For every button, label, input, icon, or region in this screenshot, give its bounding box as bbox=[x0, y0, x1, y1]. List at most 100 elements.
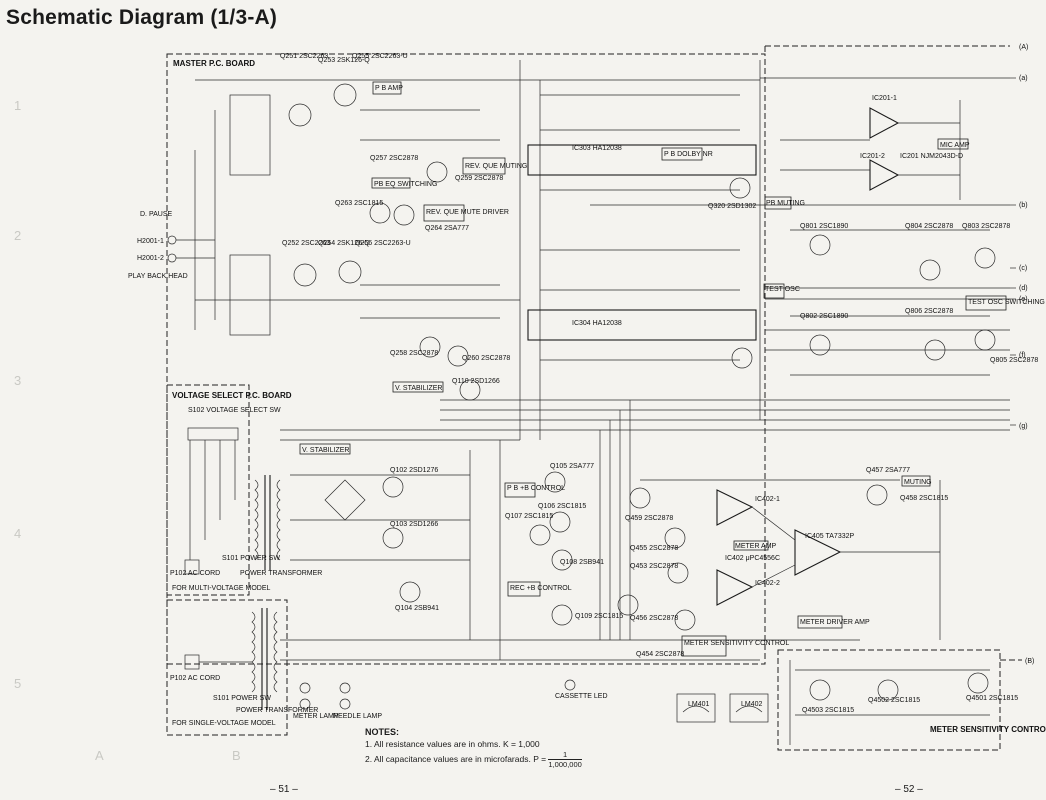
voltage-select-outline bbox=[166, 384, 250, 596]
q253-label: Q253 2SK126-Q bbox=[318, 57, 370, 64]
q251-label: Q251 2SC2263 bbox=[280, 53, 328, 60]
notes-block: NOTES: 1. All resistance values are in o… bbox=[365, 726, 582, 769]
note-2-fraction: 1 1,000,000 bbox=[548, 750, 582, 769]
ac-cord-label: P102 AC CORD bbox=[170, 570, 220, 577]
q110-label: Q110 2SD1266 bbox=[452, 378, 500, 385]
dolby-wiring bbox=[540, 94, 753, 369]
svg-text:4: 4 bbox=[14, 526, 21, 541]
connector-B: (B) bbox=[1025, 658, 1034, 665]
single-voltage-label: FOR SINGLE-VOLTAGE MODEL bbox=[172, 720, 276, 727]
power-transformer-label: POWER TRANSFORMER bbox=[240, 570, 322, 577]
page-number-right: – 52 – bbox=[895, 784, 923, 795]
q453-label: Q453 2SC2878 bbox=[630, 563, 678, 570]
q805-label: Q805 2SC2878 bbox=[990, 357, 1038, 364]
ic402-label: IC402 μPC4556C bbox=[725, 555, 780, 562]
needle-lamp-label: NEEDLE LAMP bbox=[333, 713, 382, 720]
q459-label: Q459 2SC2878 bbox=[625, 515, 673, 522]
pause-label: D. PAUSE bbox=[140, 211, 172, 218]
q4502-label: Q4502 2SC1815 bbox=[868, 697, 920, 704]
q455-label: Q455 2SC2878 bbox=[630, 545, 678, 552]
ic303-label: IC303 HA12038 bbox=[572, 145, 622, 152]
right-connectors bbox=[1010, 77, 1016, 426]
meter-sensitivity-outline bbox=[777, 649, 1001, 751]
svg-text:1: 1 bbox=[14, 98, 21, 113]
ic304-body bbox=[527, 309, 757, 341]
q106-label: Q106 2SC1815 bbox=[538, 503, 586, 510]
transformer-1 bbox=[184, 440, 281, 575]
head-1-label: H2001-1 bbox=[137, 238, 164, 245]
page-number-left: – 51 – bbox=[270, 784, 298, 795]
meter-driver-amp-block: METER DRIVER AMP bbox=[800, 619, 870, 626]
connector-c: (c) bbox=[1019, 265, 1027, 272]
svg-text:A: A bbox=[95, 748, 104, 763]
meter-amp-block: METER AMP bbox=[735, 543, 777, 550]
q103-label: Q103 2SD1266 bbox=[390, 521, 438, 528]
q4503-label: Q4503 2SC1815 bbox=[802, 707, 854, 714]
s102-label: S102 VOLTAGE SELECT SW bbox=[188, 407, 281, 414]
q458-label: Q458 2SC1815 bbox=[900, 495, 948, 502]
ic402-2-label: IC402-2 bbox=[755, 580, 780, 587]
pb-eq-switching-block: PB EQ SWITCHING bbox=[374, 181, 437, 188]
q806-label: Q806 2SC2878 bbox=[905, 308, 953, 315]
connector-a: (a) bbox=[1019, 75, 1028, 82]
q254-label: Q254 2SK126-Q bbox=[318, 240, 370, 247]
lamps bbox=[299, 679, 576, 710]
head-2-label: H2001-2 bbox=[137, 255, 164, 262]
q107-label: Q107 2SC1815 bbox=[505, 513, 553, 520]
q108-label: Q108 2SB941 bbox=[560, 559, 604, 566]
meter-sensitivity-circuit bbox=[789, 660, 990, 745]
grid-markers: 1 2 3 4 5 A B bbox=[14, 98, 241, 763]
q109-label: Q109 2SC1815 bbox=[575, 613, 623, 620]
q102-label: Q102 2SD1276 bbox=[390, 467, 438, 474]
ic201-label: IC201 NJM2043D-D bbox=[900, 153, 963, 160]
connector-A: (A) bbox=[1019, 44, 1028, 51]
q257-label: Q257 2SC2878 bbox=[370, 155, 418, 162]
q256-label: Q256 2SC2263-U bbox=[355, 240, 411, 247]
playback-head bbox=[167, 235, 215, 263]
multi-voltage-label: FOR MULTI-VOLTAGE MODEL bbox=[172, 585, 271, 592]
meter-lamp-label: METER LAMP bbox=[293, 713, 339, 720]
lm402-label: LM402 bbox=[741, 701, 763, 708]
svg-text:B: B bbox=[232, 748, 241, 763]
connector-d: (d) bbox=[1019, 285, 1028, 292]
q802-label: Q802 2SC1890 bbox=[800, 313, 848, 320]
cassette-led-label: CASSETTE LED bbox=[555, 693, 608, 700]
muting-block: MUTING bbox=[904, 479, 932, 486]
ic304-label: IC304 HA12038 bbox=[572, 320, 622, 327]
ic303-body bbox=[527, 144, 757, 176]
q252-label: Q252 2SC2263 bbox=[282, 240, 330, 247]
mic-amp-block: MIC AMP bbox=[940, 142, 970, 149]
single-voltage-outline bbox=[166, 599, 288, 736]
master-board-label: MASTER P.C. BOARD bbox=[173, 59, 255, 68]
meter-sensitivity-control-block: METER SENSITIVITY CONTROL bbox=[684, 640, 789, 647]
q320-label: Q320 2SD1302 bbox=[708, 203, 756, 210]
notes-heading: NOTES: bbox=[365, 727, 400, 737]
note-1: 1. All resistance values are in ohms. K … bbox=[365, 739, 540, 749]
connector-f: (f) bbox=[1019, 352, 1026, 359]
power-supply bbox=[290, 450, 573, 640]
ic402-1-label: IC402-1 bbox=[755, 496, 780, 503]
q801-label: Q801 2SC1890 bbox=[800, 223, 848, 230]
q259-label: Q259 2SC2878 bbox=[455, 175, 503, 182]
pb-dolby-nr-block: P B DOLBY NR bbox=[664, 151, 713, 158]
q456-label: Q456 2SC2878 bbox=[630, 615, 678, 622]
ic201-1-label: IC201-1 bbox=[872, 95, 897, 102]
v-stabilizer-block-1: V. STABILIZER bbox=[395, 385, 442, 392]
test-osc-block: TEST OSC bbox=[765, 286, 800, 293]
rev-que-mute-driver-block: REV. QUE MUTE DRIVER bbox=[426, 209, 509, 216]
vu-meters bbox=[676, 693, 769, 723]
voltage-select-label: VOLTAGE SELECT P.C. BOARD bbox=[172, 391, 292, 400]
q457-label: Q457 2SA777 bbox=[866, 467, 910, 474]
q803-label: Q803 2SC2878 bbox=[962, 223, 1010, 230]
pb-b-control-block: P B +B CONTROL bbox=[507, 485, 565, 492]
connector-g: (g) bbox=[1019, 423, 1028, 430]
mic-amp-section bbox=[780, 100, 961, 200]
fraction-denominator: 1,000,000 bbox=[548, 760, 582, 769]
q804-label: Q804 2SC2878 bbox=[905, 223, 953, 230]
ic405-label: IC405 TA7332P bbox=[805, 533, 854, 540]
rec-b-control-block: REC +B CONTROL bbox=[510, 585, 572, 592]
power-transformer-label-2: POWER TRANSFORMER bbox=[236, 707, 318, 714]
svg-text:5: 5 bbox=[14, 676, 21, 691]
connector-e: (e) bbox=[1019, 296, 1028, 303]
